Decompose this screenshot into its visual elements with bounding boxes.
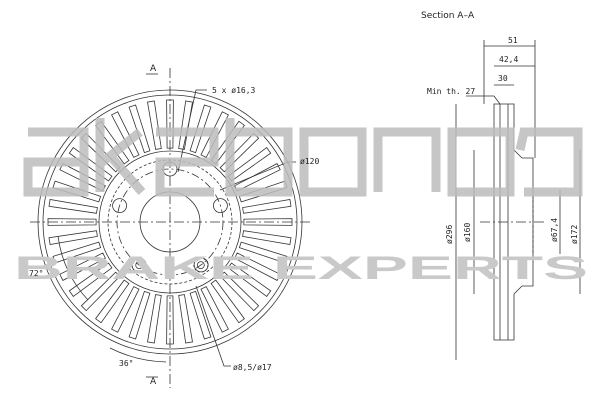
cooling-vane	[200, 111, 229, 158]
bolt-hole	[112, 198, 127, 214]
cooling-vane	[178, 100, 193, 150]
cooling-vane	[47, 218, 97, 226]
cooling-vane	[238, 241, 288, 264]
cooling-vane	[219, 271, 260, 312]
cooling-vane	[128, 104, 151, 154]
cooling-vane	[189, 104, 212, 154]
small-holes-leader	[195, 285, 231, 367]
dim-42-4-label: 42,4	[499, 55, 518, 64]
cooling-vane	[48, 199, 98, 214]
pcd-label: ø120	[300, 157, 319, 166]
cooling-vane	[189, 290, 212, 340]
cooling-vane	[234, 252, 281, 281]
min-thickness-leader	[466, 95, 501, 105]
watermark-slogan: BRAKE EXPERTS	[14, 250, 588, 286]
cooling-vane	[95, 279, 130, 324]
dim-172-label: ø172	[570, 225, 579, 244]
cooling-vane	[166, 99, 174, 149]
cooling-vane	[200, 286, 229, 333]
section-title: Section A–A	[421, 11, 475, 21]
cooling-vane	[68, 262, 113, 297]
dim-160-label: ø160	[463, 223, 472, 242]
dim-296-label: ø296	[445, 225, 454, 244]
cooling-vane	[210, 279, 245, 324]
dim-67-4-label: ø67,4	[550, 218, 559, 242]
cooling-vane	[111, 111, 140, 158]
cooling-vane	[111, 286, 140, 333]
small-hole-counterbore	[131, 257, 147, 273]
cooling-vane	[242, 230, 292, 245]
bolt-hole	[213, 198, 228, 214]
small-hole	[196, 261, 205, 270]
bolt-pattern-leader	[177, 89, 207, 173]
cooling-vane	[147, 100, 162, 150]
min-thickness-label: Min th. 27	[427, 87, 475, 96]
angle-72-arc	[57, 235, 89, 301]
akebono-logo	[23, 118, 583, 197]
cooling-vane	[52, 241, 102, 264]
cooling-vane	[219, 132, 260, 173]
small-holes-label: ø8,5/ø17	[233, 363, 272, 372]
cut-marker-top: A	[150, 64, 157, 74]
cooling-vane	[147, 294, 162, 344]
small-hole-counterbore	[193, 257, 209, 273]
cooling-vane	[59, 252, 106, 281]
cooling-vane	[128, 290, 151, 340]
front-view	[30, 68, 310, 388]
dim-51-label: 51	[508, 36, 518, 45]
angle-72-label: 72°	[29, 269, 43, 278]
cooling-vane	[80, 271, 121, 312]
bolt-pattern-label: 5 x ø16,3	[212, 86, 256, 95]
cooling-vane	[166, 295, 174, 345]
cooling-vane	[242, 199, 292, 214]
cooling-vane	[178, 294, 193, 344]
cooling-vane	[227, 262, 272, 297]
small-hole	[135, 261, 144, 270]
cooling-vane	[48, 230, 98, 245]
dim-30-label: 30	[498, 74, 508, 83]
cooling-vane	[243, 218, 293, 226]
cut-marker-bottom: A	[150, 377, 157, 387]
angle-36-label: 36°	[119, 359, 133, 368]
angle-36-arc	[109, 347, 167, 363]
